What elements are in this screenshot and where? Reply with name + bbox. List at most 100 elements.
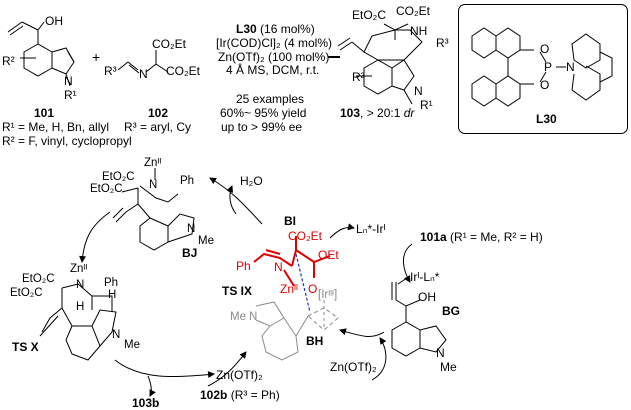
tsx-me: Me xyxy=(124,339,140,351)
intermediate-label-bj: BJ xyxy=(182,246,198,260)
compound-label-101a: 101a xyxy=(420,230,447,244)
atom-co2et-right: CO₂Et xyxy=(166,64,200,78)
tsix-n: N xyxy=(249,311,258,323)
bj-eto2c-2: EtO₂C xyxy=(90,183,123,195)
arrow-bg-to-bh xyxy=(339,328,385,337)
tsix-me: Me xyxy=(230,311,246,323)
ligand-label-l30: L30 xyxy=(536,112,557,126)
atom-oh: OH xyxy=(45,14,63,28)
bj-me: Me xyxy=(198,235,214,247)
dr-label: dr xyxy=(403,106,415,120)
reactant-101-structure xyxy=(7,21,75,87)
iridium-catalyst: Lₙ*-Irᴵ xyxy=(356,222,386,236)
tsx-ph: Ph xyxy=(104,277,119,289)
dr-value: , > 20:1 xyxy=(360,106,404,120)
atom-r3: R³ xyxy=(436,36,449,50)
bj-n: N xyxy=(149,179,158,191)
reactant-102-structure xyxy=(117,50,169,74)
atom-r3: R³ xyxy=(104,64,117,78)
arrow-tsx-to-zn xyxy=(114,359,215,379)
tsx-h1: H xyxy=(108,289,117,301)
bg-ir-complex: Irᴵ-Lₙ* xyxy=(410,270,440,284)
atom-r2: R² xyxy=(352,70,365,84)
scope-examples: 25 examples xyxy=(236,92,305,106)
substrate-101a-substituents: (R¹ = Me, R² = H) xyxy=(446,230,543,244)
atom-p: P xyxy=(544,60,553,74)
arrow-bi-to-bj xyxy=(209,177,263,225)
compound-label-101: 101 xyxy=(34,106,55,120)
ts-x-structure xyxy=(39,283,117,361)
substituent-r3: R³ = aryl, Cy xyxy=(124,120,192,134)
atom-o2: O xyxy=(540,78,550,92)
bg-oh: OH xyxy=(418,290,436,304)
atom-n: N xyxy=(139,67,148,81)
atom-eto2c: EtO₂C xyxy=(352,8,386,22)
arrow-to-catalyst xyxy=(329,223,355,239)
ts-ix-faded-structure xyxy=(255,300,339,361)
arrow-102b-in xyxy=(207,351,247,387)
condition-catalyst: [Ir(COD)Cl]₂ (4 mol%) xyxy=(216,36,332,50)
plus-sign: + xyxy=(92,49,101,65)
intermediate-label-bg: BG xyxy=(442,304,460,318)
zn-otf2-released: Zn(OTf)₂ xyxy=(216,368,263,382)
bi-oet: OEt xyxy=(318,248,339,262)
bi-n: N xyxy=(274,260,283,274)
bi-co2et: CO₂Et xyxy=(288,229,322,243)
ts-label-tsix: TS IX xyxy=(222,284,253,298)
tsx-n: N xyxy=(76,279,85,291)
product-103-structure xyxy=(337,23,423,105)
condition-lewis-acid: Zn(OTf)₂ (100 mol%) xyxy=(218,50,330,64)
atom-n: N xyxy=(566,60,575,74)
product-label-103: 103, > 20:1 dr xyxy=(340,106,414,120)
tsx-eto2c-1: EtO₂C xyxy=(22,273,55,285)
bj-zn: Znᴵᴵ xyxy=(144,157,162,169)
intermediate-label-bh: BH xyxy=(306,334,324,348)
intermediate-label-bi: BI xyxy=(284,214,296,228)
cycle-arrows xyxy=(79,177,413,397)
arrow-bj-to-tsx xyxy=(79,211,111,263)
bi-o: O xyxy=(308,282,318,296)
arrow-water-release xyxy=(226,185,237,215)
zn-otf2-input: Zn(OTf)₂ xyxy=(330,360,377,374)
bj-eto2c-1: EtO₂C xyxy=(102,171,135,183)
atom-co2et: CO₂Et xyxy=(396,4,430,18)
ligand-ref: L30 xyxy=(236,22,257,36)
intermediate-bi-structure xyxy=(253,236,331,287)
substituent-r2: R² = F, vinyl, cyclopropyl xyxy=(2,134,132,148)
imine-102b-input: 102b (R³ = Ph) xyxy=(200,388,280,402)
intermediate-bj-structure xyxy=(112,168,195,251)
bg-me: Me xyxy=(440,360,457,374)
atom-r1: R¹ xyxy=(64,88,77,102)
condition-ligand: L30 (16 mol%) xyxy=(236,22,315,36)
tsx-eto2c-2: EtO₂C xyxy=(10,287,43,299)
tsix-ir: [Irᴵᴵᴵ] xyxy=(318,289,338,301)
water-label: H₂O xyxy=(240,174,263,188)
bi-ph: Ph xyxy=(236,259,251,273)
compound-label-102: 102 xyxy=(148,106,169,120)
condition-solvent: 4 Å MS, DCM, r.t. xyxy=(226,63,320,77)
atom-r2: R² xyxy=(2,54,15,68)
ligand-loading: (16 mol%) xyxy=(256,22,315,36)
atom-r1: R¹ xyxy=(420,98,433,112)
atom-n: N xyxy=(414,84,423,98)
arrow-101a-in xyxy=(403,243,413,283)
arrow-zn-in xyxy=(371,337,387,381)
ligand-l30-structure xyxy=(471,27,613,107)
atom-co2et-top: CO₂Et xyxy=(152,37,186,51)
scope-ee: up to > 99% ee xyxy=(221,120,303,134)
compound-label-103: 103 xyxy=(340,106,361,120)
ts-label-tsx: TS X xyxy=(12,340,39,354)
intermediate-bg-structure xyxy=(391,275,447,357)
bg-n: N xyxy=(436,346,445,360)
bj-ph: Ph xyxy=(180,175,195,187)
compound-label-102b: 102b xyxy=(200,388,228,402)
imine-102b-substituent: (R³ = Ph) xyxy=(227,388,280,402)
tsx-zn: Znᴵᴵ xyxy=(70,263,88,275)
bj-n-methyl: N xyxy=(187,223,196,235)
scope-yield: 60%~ 95% yield xyxy=(220,106,307,120)
substituent-r1: R¹ = Me, H, Bn, allyl xyxy=(2,120,110,134)
product-label-103b: 103b xyxy=(132,396,160,410)
arrow-release-103b xyxy=(147,375,156,397)
atom-nh: NH xyxy=(410,24,428,38)
